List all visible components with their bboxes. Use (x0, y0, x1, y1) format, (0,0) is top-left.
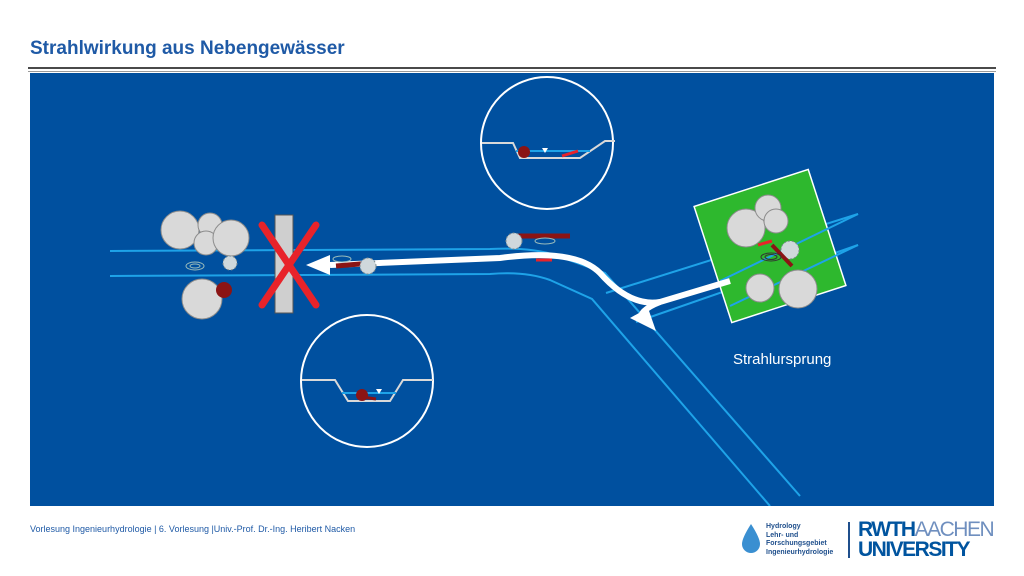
left-vortex (185, 261, 205, 271)
arrow-vortex (332, 255, 352, 263)
rwth-bold: RWTH (858, 518, 916, 541)
source-vortex (764, 254, 778, 260)
diagram-panel: Strahlursprung (30, 73, 994, 506)
rwth-light: AACHEN (914, 518, 995, 541)
hydro-line: Hydrology (766, 523, 801, 530)
hydrology-logo-text: Hydrology Lehr- und Forschungsgebiet Ing… (766, 523, 833, 557)
title-rule (28, 67, 996, 69)
cross-section-upper (480, 76, 614, 210)
hydro-line: Lehr- und (766, 531, 799, 539)
radiation-arrowhead-left (306, 255, 330, 275)
source-wood (770, 243, 794, 268)
slide-title: Strahlwirkung aus Nebengewässer (30, 38, 345, 59)
source-shrub (780, 240, 800, 260)
radiation-arrow-main (329, 252, 731, 306)
logo-separator (848, 522, 850, 558)
radiation-arrowhead-down (630, 308, 656, 331)
source-tree (726, 208, 766, 248)
left-shrub (222, 255, 238, 271)
cross-section-lower-wood (356, 389, 368, 401)
cross-section-upper-wood (518, 146, 530, 158)
arrow-gravel (359, 257, 377, 275)
cross-section-lower-wood-trunk (361, 395, 377, 401)
title-rule-thin (28, 71, 996, 72)
water-level-marker (376, 389, 382, 394)
main-river-bank-lower (109, 272, 771, 506)
source-area (693, 168, 847, 324)
source-label: Strahlursprung (733, 351, 831, 368)
source-tree (745, 273, 775, 303)
source-tree (763, 208, 789, 234)
left-wood-ball (216, 282, 232, 298)
left-tree (160, 210, 200, 250)
rwth-logo-line2: UNIVERSITY (858, 538, 971, 561)
confluence-vortex (534, 237, 556, 245)
slide-footer: Vorlesung Ingenieurhydrologie | 6. Vorle… (30, 524, 356, 534)
rwth-logo: RWTHAACHEN UNIVERSITY (858, 519, 998, 561)
hydro-line: Forschungsgebiet (766, 540, 827, 547)
confluence-gravel (505, 232, 523, 250)
left-vortex (189, 263, 201, 269)
blocked-x-icon (258, 221, 320, 309)
diagram-canvas: Strahlursprung (109, 76, 859, 506)
hydrology-logo: Hydrology Lehr- und Forschungsgebiet Ing… (742, 520, 834, 560)
source-tree (778, 269, 818, 309)
water-level-marker (542, 148, 548, 153)
cross-section-upper-profile (482, 140, 615, 159)
hydro-line: Ingenieurhydrologie (766, 548, 834, 556)
left-tree (212, 219, 250, 257)
cross-section-lower-profile (302, 379, 433, 402)
rwth-logo-line1: RWTHAACHEN (858, 518, 995, 541)
cross-section-upper-red (561, 149, 579, 158)
source-wood-red (757, 239, 773, 247)
water-drop-icon (742, 524, 760, 553)
left-tree (181, 278, 223, 320)
source-vortex (760, 252, 782, 262)
